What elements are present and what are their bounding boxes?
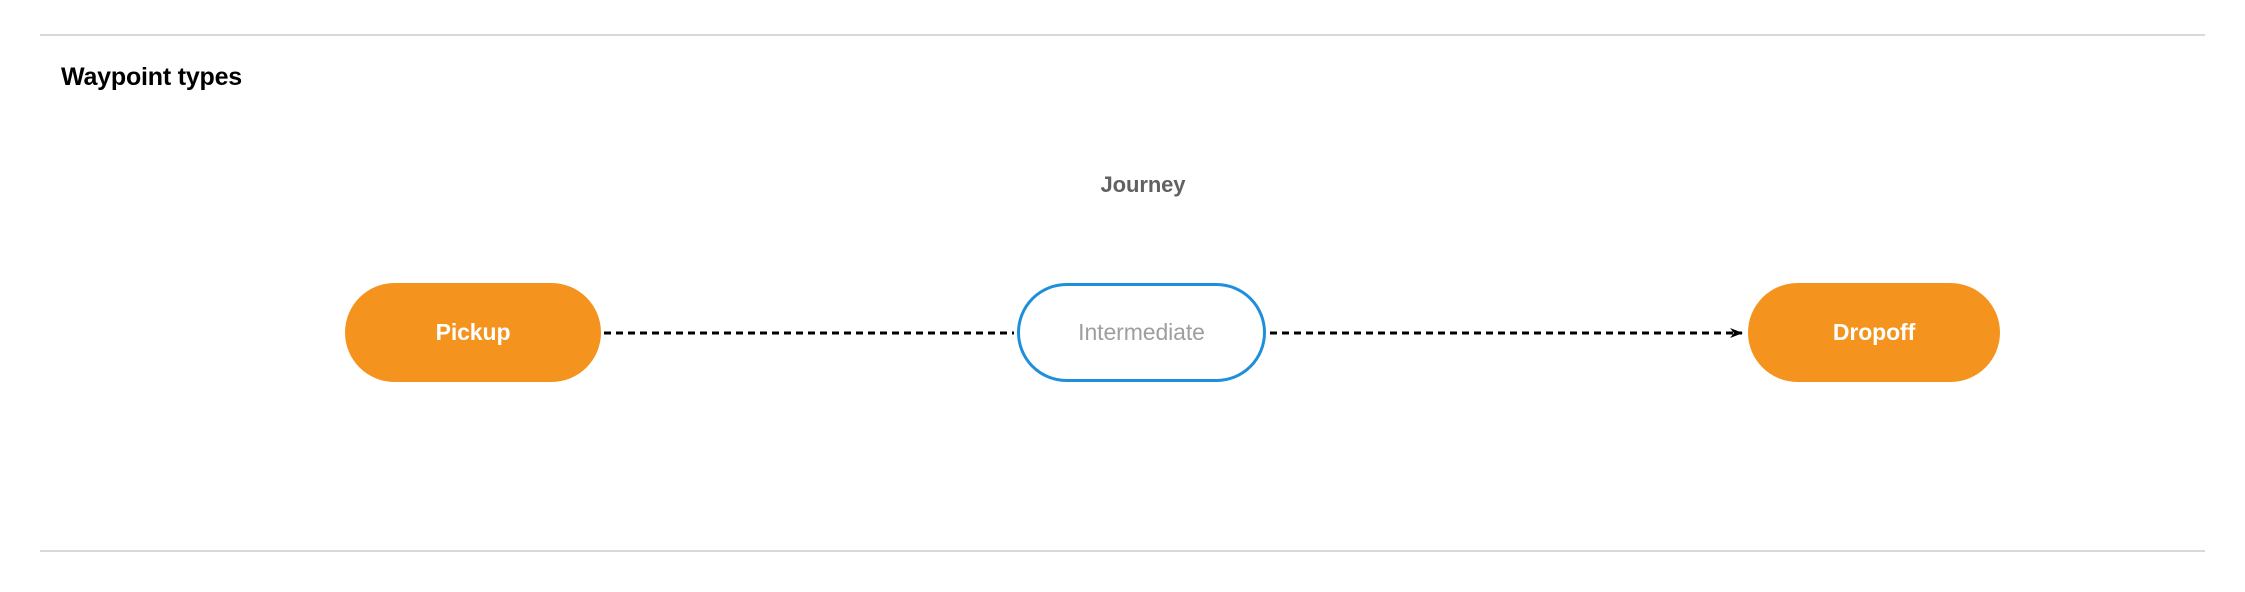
divider-bottom — [40, 550, 2205, 552]
node-dropoff-label: Dropoff — [1832, 319, 1916, 345]
node-dropoff[interactable]: Dropoff — [1748, 283, 2000, 382]
node-pickup[interactable]: Pickup — [345, 283, 601, 382]
node-intermediate[interactable]: Intermediate — [1017, 283, 1266, 382]
node-intermediate-label: Intermediate — [1078, 319, 1205, 345]
node-pickup-label: Pickup — [435, 319, 511, 345]
divider-top — [40, 34, 2205, 36]
page-title: Waypoint types — [61, 63, 243, 91]
journey-group-label: Journey — [1100, 172, 1186, 197]
